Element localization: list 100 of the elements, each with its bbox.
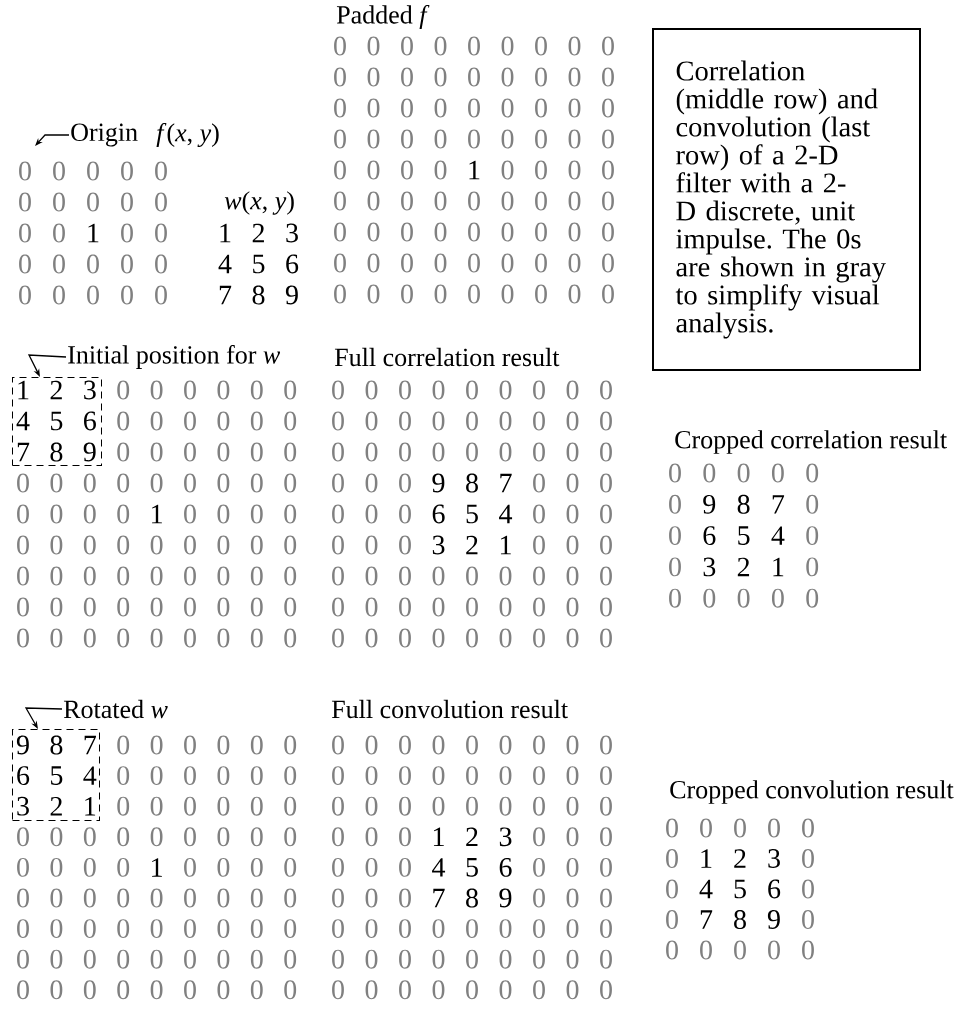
- matrix-entry: 0: [806, 557, 819, 577]
- matrix-entry: 0: [17, 628, 29, 648]
- matrix-entry: 8: [252, 285, 265, 305]
- matrix-entry: 0: [332, 380, 344, 400]
- matrix-entry: 0: [600, 504, 612, 524]
- matrix-entry: 0: [217, 949, 230, 969]
- matrix-entry: 0: [250, 597, 263, 617]
- matrix-entry: 0: [737, 588, 750, 608]
- matrix-entry: 5: [466, 504, 478, 524]
- matrix-entry: 0: [533, 796, 545, 816]
- matrix-heading: w(x, y): [224, 191, 294, 215]
- matrix-entry: 0: [401, 98, 413, 118]
- matrix-entry: 0: [50, 888, 63, 908]
- matrix-entry: 0: [332, 827, 344, 847]
- matrix-entry: 0: [365, 735, 378, 755]
- matrix-entry: 0: [602, 160, 614, 180]
- matrix-entry: 0: [284, 857, 297, 877]
- matrix-entry: 0: [117, 888, 130, 908]
- matrix-entry: 0: [284, 888, 297, 908]
- matrix-entry: 0: [217, 442, 230, 462]
- matrix-entry: 0: [17, 857, 29, 877]
- matrix-entry: 0: [17, 919, 29, 939]
- matrix-entry: 0: [466, 980, 478, 1000]
- matrix-entry: 0: [533, 949, 545, 969]
- matrix-entry: 0: [19, 254, 31, 274]
- matrix-entry: 0: [466, 919, 478, 939]
- matrix-entry: 0: [602, 67, 614, 87]
- matrix-entry: 0: [535, 191, 547, 211]
- matrix-entry: 0: [703, 588, 716, 608]
- matrix-entry: 0: [600, 796, 612, 816]
- matrix-entry: 0: [806, 494, 819, 514]
- matrix-entry: 0: [401, 191, 413, 211]
- matrix-entry: 0: [600, 535, 612, 555]
- matrix-entry: 0: [155, 192, 167, 212]
- matrix-entry: 0: [499, 766, 512, 786]
- matrix-entry: 0: [533, 380, 545, 400]
- matrix-entry: 0: [399, 827, 411, 847]
- matrix-entry: 3: [499, 827, 512, 847]
- matrix-entry: 0: [771, 588, 784, 608]
- matrix-heading: Full convolution result: [331, 699, 568, 719]
- matrix-entry: 0: [367, 160, 380, 180]
- matrix-entry: 0: [566, 888, 579, 908]
- matrix-entry: 0: [535, 129, 547, 149]
- matrix-entry: 0: [250, 980, 263, 1000]
- matrix-entry: 4: [218, 254, 232, 274]
- matrix-entry: 0: [367, 67, 380, 87]
- matrix-entry: 0: [533, 628, 545, 648]
- matrix-entry: 0: [117, 919, 130, 939]
- matrix-entry: 0: [568, 160, 581, 180]
- matrix-entry: 0: [150, 442, 163, 462]
- matrix-entry: 9: [499, 888, 512, 908]
- matrix-entry: 0: [284, 980, 297, 1000]
- matrix-entry: 0: [533, 980, 545, 1000]
- matrix-entry: 0: [334, 284, 346, 304]
- matrix-entry: 3: [703, 557, 716, 577]
- matrix-entry: 0: [150, 380, 163, 400]
- matrix-entry: 8: [466, 473, 478, 493]
- matrix-entry: 0: [602, 98, 614, 118]
- matrix-entry: 0: [566, 504, 579, 524]
- caption-box: Correlation (middle row) and convolution (last row) of a 2-D filter with a 2-D discrete, unit impulse. The 0s are shown in gray to simplify visual analysis.: [652, 28, 921, 371]
- matrix-entry: 0: [365, 827, 378, 847]
- matrix-entry: 0: [399, 566, 411, 586]
- matrix-entry: 0: [533, 597, 545, 617]
- matrix-entry: 3: [286, 223, 298, 243]
- matrix-entry: 0: [334, 191, 346, 211]
- matrix-entry: 0: [737, 463, 750, 483]
- matrix-entry: 0: [666, 940, 678, 960]
- matrix-entry: 0: [669, 526, 681, 546]
- matrix-entry: 5: [738, 526, 750, 545]
- matrix-entry: 0: [284, 628, 297, 648]
- matrix-entry: 0: [566, 442, 579, 462]
- matrix-entry: 0: [217, 628, 230, 648]
- matrix-entry: 0: [87, 254, 99, 274]
- matrix-entry: 0: [83, 857, 96, 877]
- leader-label: Origin: [71, 123, 138, 147]
- matrix-entry: 0: [566, 380, 579, 400]
- matrix-entry: 0: [566, 597, 579, 617]
- matrix-entry: 0: [50, 566, 63, 586]
- matrix-entry: 0: [332, 628, 344, 648]
- matrix-entry: 2: [734, 849, 746, 868]
- matrix-entry: 0: [468, 253, 480, 273]
- matrix-entry: 0: [332, 949, 344, 969]
- matrix-entry: 0: [501, 191, 514, 211]
- matrix-entry: 0: [466, 411, 478, 431]
- matrix-entry: 7: [17, 442, 30, 462]
- matrix-entry: 0: [117, 473, 130, 493]
- matrix-entry: 0: [533, 566, 545, 586]
- matrix-entry: 0: [365, 919, 378, 939]
- matrix-entry: 0: [432, 411, 445, 431]
- matrix-entry: 0: [399, 735, 411, 755]
- matrix-entry: 0: [365, 766, 378, 786]
- matrix-entry: 0: [434, 36, 447, 56]
- matrix-entry: 0: [432, 597, 445, 617]
- matrix-entry: 7: [700, 910, 713, 929]
- matrix-entry: 1: [220, 223, 231, 243]
- matrix-entry: 0: [802, 910, 814, 929]
- matrix-entry: 0: [284, 949, 297, 969]
- matrix-entry: 0: [250, 796, 263, 816]
- matrix-entry: 0: [499, 949, 512, 969]
- matrix-entry: 0: [602, 284, 614, 304]
